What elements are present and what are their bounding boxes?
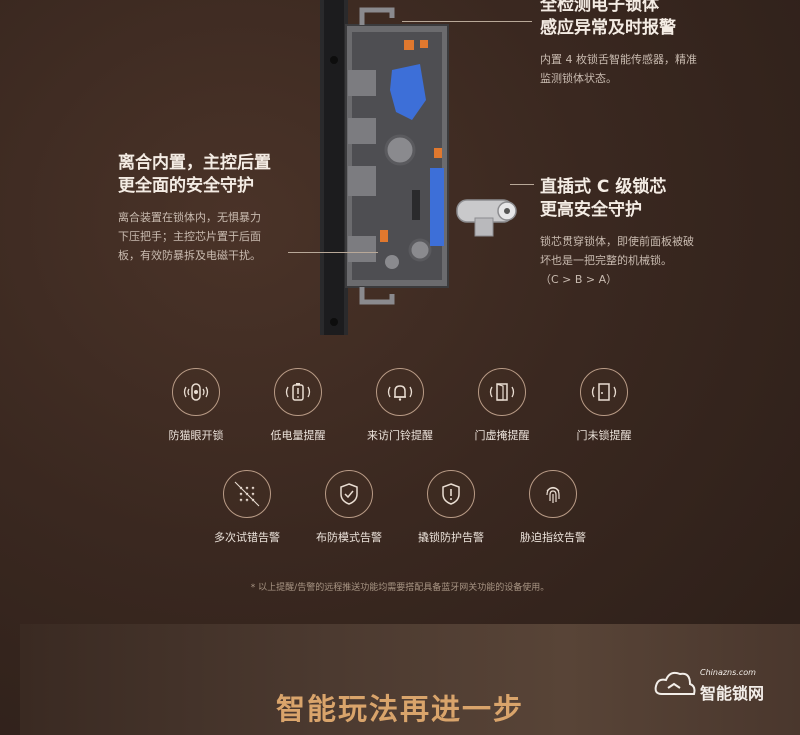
- section-band: [20, 624, 800, 735]
- section-title: 智能玩法再进一步: [275, 692, 524, 726]
- callout-desc: 下压把手；主控芯片置于后面: [118, 230, 261, 243]
- keypad-icon: [223, 470, 271, 518]
- fingerprint-icon: [529, 470, 577, 518]
- feature-item: 撬锁防护告警: [400, 470, 502, 545]
- feature-item: 门未锁提醒: [553, 368, 655, 443]
- callout-desc: 锁芯贯穿锁体，即使前面板被破: [540, 235, 694, 248]
- callout-desc: 内置 4 枚锁舌智能传感器，精准: [540, 53, 697, 66]
- bell-icon: [376, 368, 424, 416]
- cloud-logo-icon: [654, 671, 696, 695]
- feature-label: 撬锁防护告警: [418, 531, 484, 544]
- callout-title: 更高安全守护: [540, 200, 642, 220]
- feature-label: 多次试错告警: [214, 531, 280, 544]
- footnote: * 以上提醒/告警的远程推送功能均需要搭配具备蓝牙网关功能的设备使用。: [250, 583, 550, 593]
- feature-item: 来访门铃提醒: [349, 368, 451, 443]
- feature-label: 门虚掩提醒: [474, 429, 530, 442]
- feature-item: 低电量提醒: [247, 368, 349, 443]
- callout-sensor: 全检测电子锁体 感应异常及时报警 内置 4 枚锁舌智能传感器，精准 监测锁体状态…: [540, 0, 770, 88]
- door-unlocked-icon: [580, 368, 628, 416]
- feature-label: 布防模式告警: [316, 531, 382, 544]
- callout-title: 全检测电子锁体: [540, 0, 659, 15]
- feature-item: 布防模式告警: [298, 470, 400, 545]
- callout-cylinder: 直插式 C 级锁芯 更高安全守护 锁芯贯穿锁体，即使前面板被破 坏也是一把完整的…: [540, 176, 730, 289]
- feature-item: 门虚掩提醒: [451, 368, 553, 443]
- feature-label: 低电量提醒: [270, 429, 326, 442]
- feature-row: 防猫眼开锁 低电量提醒 来访门铃提醒 门虚掩提醒 门未锁提醒: [145, 368, 655, 443]
- feature-label: 门未锁提醒: [576, 429, 632, 442]
- connector-line: [402, 21, 532, 22]
- callout-clutch: 离合内置，主控后置 更全面的安全守护 离合装置在锁体内，无惧暴力 下压把手；主控…: [118, 152, 298, 265]
- shield-check-icon: [325, 470, 373, 518]
- callout-desc: 坏也是一把完整的机械锁。: [540, 254, 672, 267]
- feature-label: 来访门铃提醒: [367, 429, 433, 442]
- feature-row: 多次试错告警 布防模式告警 撬锁防护告警 胁迫指纹告警: [196, 470, 604, 545]
- feature-label: 防猫眼开锁: [168, 429, 224, 442]
- callout-desc: 监测锁体状态。: [540, 72, 617, 85]
- door-ajar-icon: [478, 368, 526, 416]
- feature-label: 胁迫指纹告警: [520, 531, 586, 544]
- watermark-domain: Chinazns.com: [700, 668, 756, 677]
- callout-title: 更全面的安全守护: [118, 176, 254, 196]
- lock-cylinder-illustration: [456, 199, 517, 237]
- feature-item: 多次试错告警: [196, 470, 298, 545]
- lock-body-illustration: [320, 0, 449, 335]
- watermark-brand: 智能锁网: [700, 684, 765, 703]
- battery-icon: [274, 368, 322, 416]
- cat-eye-icon: [172, 368, 220, 416]
- callout-desc: 板，有效防暴拆及电磁干扰。: [118, 249, 261, 262]
- callout-title: 离合内置，主控后置: [118, 153, 271, 173]
- callout-desc: 离合装置在锁体内，无惧暴力: [118, 211, 261, 224]
- feature-item: 防猫眼开锁: [145, 368, 247, 443]
- callout-desc: （C > B > A）: [540, 273, 618, 286]
- connector-line: [288, 252, 378, 253]
- callout-title: 感应异常及时报警: [540, 18, 676, 38]
- feature-item: 胁迫指纹告警: [502, 470, 604, 545]
- shield-alert-icon: [427, 470, 475, 518]
- connector-line: [510, 184, 534, 185]
- callout-title: 直插式 C 级锁芯: [540, 177, 667, 197]
